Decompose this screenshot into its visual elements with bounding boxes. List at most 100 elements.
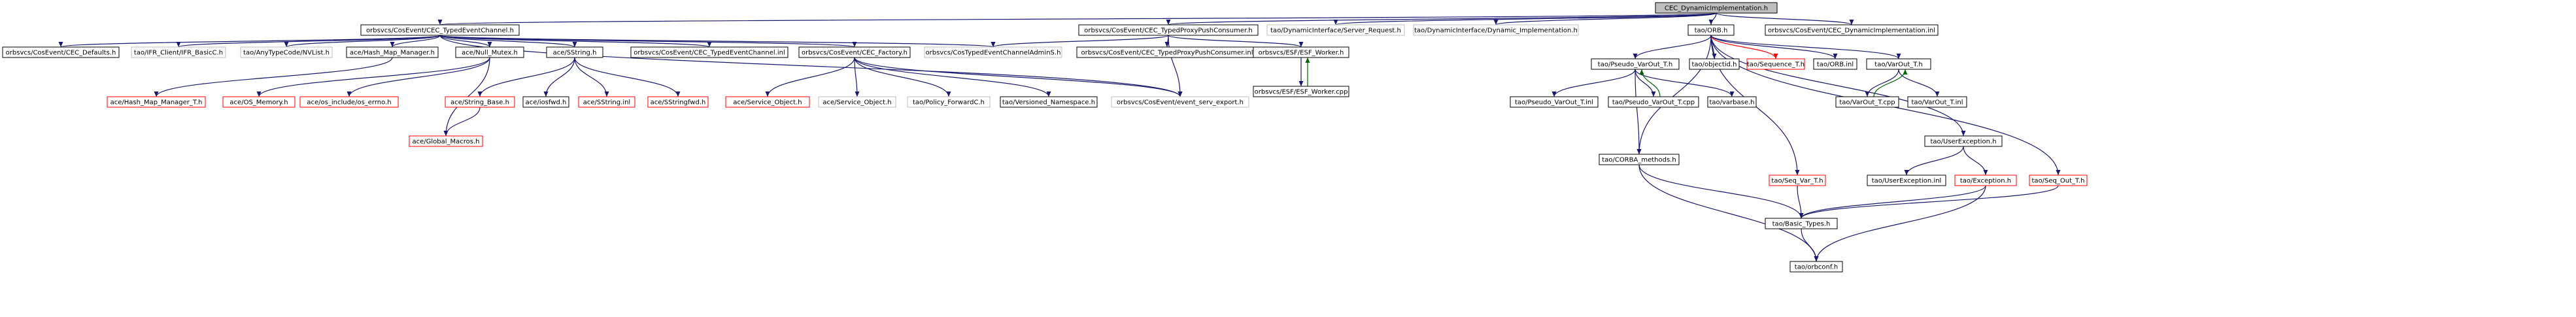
edge-exception-to-orbconf: [1816, 185, 1986, 262]
edge-root-to-orb: [1710, 12, 1717, 25]
node-nvlist[interactable]: tao/AnyTypeCode/NVList.h: [240, 46, 333, 58]
node-label: orbsvcs/CosEvent/CEC_TypedEventChannel.i…: [634, 50, 785, 57]
node-ppc[interactable]: orbsvcs/CosEvent/CEC_TypedProxyPushConsu…: [1078, 24, 1259, 36]
node-label: tao/DynamicInterface/Dynamic_Implementat…: [1414, 27, 1578, 35]
node-corbamethods[interactable]: tao/CORBA_methods.h: [1599, 154, 1680, 165]
edge-sstring-to-sstringfwd: [574, 57, 679, 97]
node-pvocpp[interactable]: tao/Pseudo_VarOut_T.cpp: [1608, 96, 1699, 108]
node-orb[interactable]: tao/ORB.h: [1687, 24, 1735, 36]
node-dimplinl[interactable]: orbsvcs/CosEvent/CEC_DynamicImplementati…: [1765, 24, 1939, 36]
node-label: orbsvcs/CosEvent/CEC_TypedProxyPushConsu…: [1084, 27, 1252, 35]
node-osmem[interactable]: ace/OS_Memory.h: [222, 96, 296, 108]
node-varoutt[interactable]: tao/VarOut_T.h: [1866, 58, 1931, 70]
edge-orb-to-userexc: [1710, 35, 1964, 137]
edge-sstring-to-sstringinl: [574, 57, 607, 97]
node-globalmacros[interactable]: ace/Global_Macros.h: [409, 135, 483, 147]
node-varbase[interactable]: tao/varbase.h: [1707, 96, 1757, 108]
node-hmmt[interactable]: ace/Hash_Map_Manager_T.h: [107, 96, 206, 108]
node-label: tao/CORBA_methods.h: [1602, 157, 1676, 164]
edge-orb-to-corbamethods: [1638, 35, 1712, 155]
edge-arrowhead: [1729, 92, 1735, 97]
node-evservexport[interactable]: orbsvcs/CosEvent/event_serv_export.h: [1111, 96, 1249, 108]
edge-arrowhead: [1636, 149, 1642, 154]
edge-arrowhead: [991, 42, 996, 47]
edge-arrowhead: [572, 42, 577, 47]
edge-root-to-dimplinl: [1716, 12, 1852, 25]
node-label: ace/SString.h: [553, 50, 597, 57]
node-factory[interactable]: orbsvcs/CosEvent/CEC_Factory.h: [798, 46, 911, 58]
edge-corbamethods-to-basictypes: [1638, 164, 1802, 219]
node-dsr[interactable]: tao/DynamicInterface/Server_Request.h: [1266, 24, 1405, 36]
node-label: tao/Seq_Out_T.h: [2032, 178, 2085, 185]
node-ppcinl[interactable]: orbsvcs/CosEvent/CEC_TypedProxyPushConsu…: [1076, 46, 1258, 58]
node-box: [1707, 96, 1757, 108]
edge-pseudovarout-to-pvoinl: [1553, 69, 1636, 97]
node-nullmutex[interactable]: ace/Null_Mutex.h: [455, 46, 524, 58]
node-label: ace/os_include/os_errno.h: [307, 99, 391, 107]
node-ifr[interactable]: tao/IFR_Client/IFR_BasicC.h: [131, 46, 226, 58]
node-orbconf[interactable]: tao/orbconf.h: [1789, 261, 1843, 273]
edge-arrowhead: [1961, 131, 1966, 136]
node-svcobjh2[interactable]: ace/Service_Object.h: [818, 96, 896, 108]
node-iosfwd[interactable]: ace/iosfwd.h: [522, 96, 569, 108]
node-hmm[interactable]: ace/Hash_Map_Manager.h: [346, 46, 439, 58]
edge-arrowhead: [1935, 92, 1940, 97]
node-label: orbsvcs/CosTypedEventChannelAdminS.h: [926, 50, 1061, 57]
edge-arrowhead: [1833, 54, 1838, 59]
node-box: [1835, 96, 1899, 108]
node-policyfwd[interactable]: tao/Policy_ForwardC.h: [907, 96, 991, 108]
node-typedEC[interactable]: orbsvcs/CosEvent/CEC_TypedEventChannel.h: [360, 24, 520, 36]
edge-corbamethods-to-orbconf: [1638, 164, 1817, 262]
node-pseudovarout[interactable]: tao/Pseudo_VarOut_T.h: [1591, 58, 1680, 70]
node-esfworker[interactable]: orbsvcs/ESF/ESF_Worker.h: [1253, 46, 1349, 58]
node-objectid[interactable]: tao/objectid.h: [1689, 58, 1740, 70]
node-exception[interactable]: tao/Exception.h: [1954, 175, 2017, 186]
edge-arrowhead: [1305, 58, 1310, 63]
node-basictypes[interactable]: tao/Basic_Types.h: [1765, 218, 1838, 229]
node-userexc[interactable]: tao/UserException.h: [1924, 135, 2003, 147]
node-seqoutt[interactable]: tao/Seq_Out_T.h: [2029, 175, 2088, 186]
node-esfworkercpp[interactable]: orbsvcs/ESF/ESF_Worker.cpp: [1253, 86, 1349, 97]
edge-arrowhead: [1865, 92, 1870, 97]
node-orbinl[interactable]: tao/ORB.inl: [1813, 58, 1857, 70]
edge-ppc-to-esfworker: [1168, 35, 1302, 48]
node-defaults[interactable]: orbsvcs/CosEvent/CEC_Defaults.h: [2, 46, 120, 58]
node-varoutcpp[interactable]: tao/VarOut_T.cpp: [1835, 96, 1899, 108]
node-varoutinl[interactable]: tao/VarOut_T.inl: [1907, 96, 1967, 108]
node-box: [1769, 175, 1826, 186]
node-userexcinl[interactable]: tao/UserException.inl: [1867, 175, 1946, 186]
edge-arrowhead: [284, 42, 289, 47]
node-seqt[interactable]: tao/Sequence_T.h: [1746, 58, 1805, 70]
node-label: tao/VarOut_T.inl: [1912, 99, 1963, 107]
node-label: tao/ORB.h: [1695, 27, 1728, 35]
node-box: [1907, 96, 1967, 108]
node-sstringinl[interactable]: ace/SString.inl: [578, 96, 636, 108]
node-svcobjh[interactable]: ace/Service_Object.h: [725, 96, 810, 108]
node-sstring[interactable]: ace/SString.h: [546, 46, 603, 58]
edge-arrowhead: [1298, 81, 1304, 86]
edge-orb-to-pseudovarout: [1635, 35, 1712, 59]
node-osinc[interactable]: ace/os_include/os_errno.h: [299, 96, 399, 108]
node-label: tao/Exception.h: [1960, 178, 2011, 185]
node-root[interactable]: CEC_DynamicImplementation.h: [1655, 2, 1778, 14]
edge-factory-to-policyfwd: [854, 57, 949, 97]
edge-typedEC-to-tecinl: [439, 35, 710, 48]
node-dimpl[interactable]: tao/DynamicInterface/Dynamic_Implementat…: [1413, 24, 1579, 36]
node-sstringfwd[interactable]: ace/SStringfwd.h: [647, 96, 709, 108]
node-label: ace/Global_Macros.h: [412, 139, 479, 146]
node-tecinl[interactable]: orbsvcs/CosEvent/CEC_TypedEventChannel.i…: [630, 46, 788, 58]
node-seqvart[interactable]: tao/Seq_Var_T.h: [1769, 175, 1826, 186]
node-admins[interactable]: orbsvcs/CosTypedEventChannelAdminS.h: [924, 46, 1062, 58]
node-box: [1866, 58, 1931, 70]
edge-arrowhead: [1814, 256, 1819, 261]
edge-arrowhead: [1493, 20, 1499, 25]
node-box: [1746, 58, 1805, 70]
node-label: tao/Versioned_Namespace.h: [1002, 99, 1095, 107]
node-versioned[interactable]: tao/Versioned_Namespace.h: [1000, 96, 1098, 108]
node-pvoinl[interactable]: tao/Pseudo_VarOut_T.inl: [1510, 96, 1599, 108]
edge-arrowhead: [1773, 54, 1778, 59]
node-strbase[interactable]: ace/String_Base.h: [445, 96, 515, 108]
edge-root-to-dimpl: [1495, 12, 1717, 25]
node-box: [924, 46, 1062, 58]
